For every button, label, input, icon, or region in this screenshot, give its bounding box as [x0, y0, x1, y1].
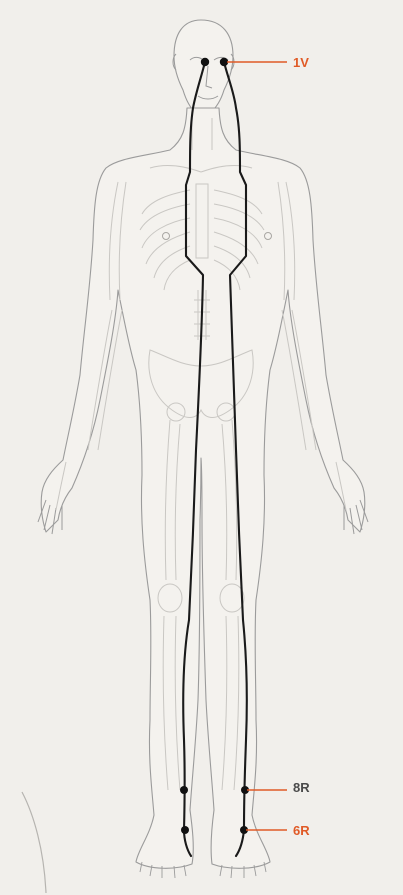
body-outline [41, 20, 365, 868]
point-label-1v: 1V [293, 56, 309, 69]
point-1v-left-dot [201, 58, 209, 66]
point-1v-right-dot [220, 58, 228, 66]
body-silhouette [41, 108, 365, 868]
point-6r-left-dot [181, 826, 189, 834]
point-8r-left-dot [180, 786, 188, 794]
point-label-6r: 6R [293, 824, 310, 837]
point-label-8r: 8R [293, 781, 310, 794]
partial-figure-outline [22, 792, 46, 893]
